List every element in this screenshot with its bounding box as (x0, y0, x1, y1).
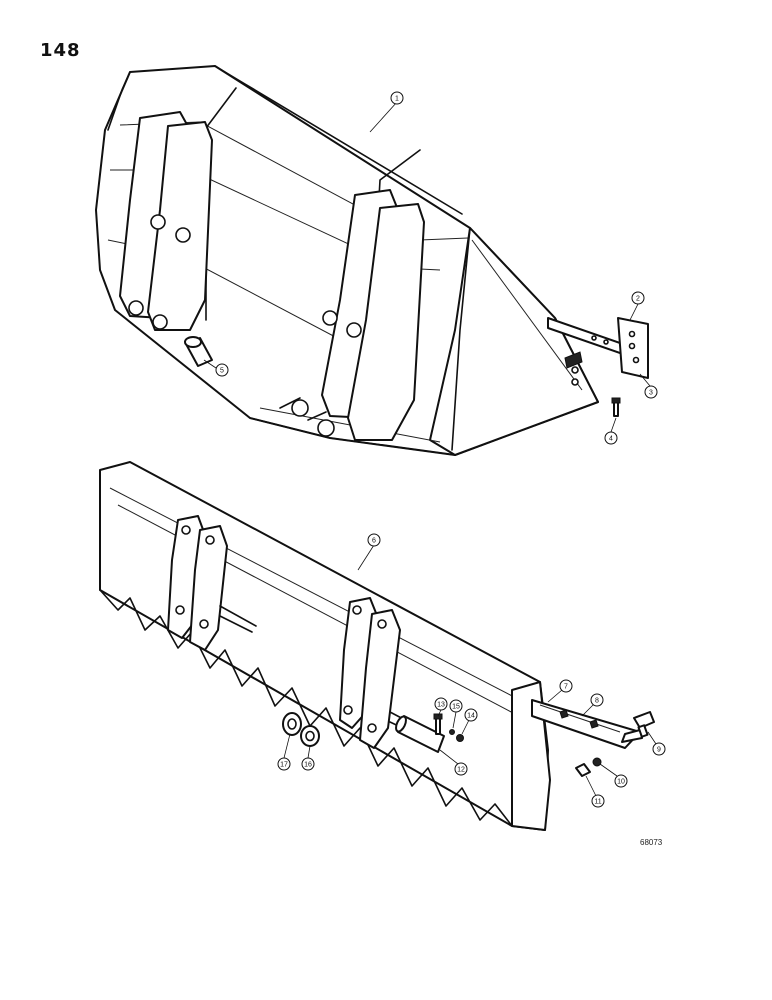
svg-text:12: 12 (457, 767, 465, 774)
bushing-17 (282, 712, 302, 736)
nut-11 (575, 763, 591, 777)
loader-bucket (95, 65, 599, 456)
callout-16: 16 (301, 757, 315, 771)
plow-bolt-9 (633, 711, 655, 738)
svg-text:11: 11 (594, 799, 601, 806)
svg-text:1: 1 (395, 96, 399, 103)
leader-lines (203, 101, 657, 797)
svg-text:17: 17 (280, 762, 288, 769)
bucket-side-bracket (547, 317, 649, 379)
drawing-code: 68073 (640, 838, 663, 847)
callout-1: 1 (390, 91, 404, 105)
callout-12: 12 (454, 762, 468, 776)
bolt-13 (433, 713, 443, 735)
svg-text:15: 15 (452, 704, 460, 711)
callout-17: 17 (277, 757, 291, 771)
callout-7: 7 (559, 679, 573, 693)
callout-2: 2 (631, 291, 645, 305)
callout-13: 13 (434, 697, 448, 711)
cutting-edge (531, 699, 643, 749)
svg-text:6: 6 (372, 538, 376, 545)
svg-text:14: 14 (467, 713, 475, 720)
callout-9: 9 (652, 742, 666, 756)
washer-15 (449, 729, 455, 735)
callout-10: 10 (614, 774, 628, 788)
bushing-5 (184, 336, 213, 367)
bolt-4 (611, 397, 621, 417)
nut-14 (456, 734, 464, 742)
callout-5: 5 (215, 363, 229, 377)
callout-14: 14 (464, 708, 478, 722)
callout-4: 4 (604, 431, 618, 445)
svg-text:8: 8 (595, 698, 599, 705)
svg-text:3: 3 (649, 390, 653, 397)
svg-text:10: 10 (617, 779, 625, 786)
page-number: 148 (40, 40, 81, 61)
callout-11: 11 (591, 794, 605, 808)
callout-6: 6 (367, 533, 381, 547)
svg-text:7: 7 (564, 684, 568, 691)
svg-text:2: 2 (636, 296, 640, 303)
washer-16 (300, 725, 320, 747)
svg-text:9: 9 (657, 747, 661, 754)
svg-text:4: 4 (609, 436, 613, 443)
pin-12 (395, 715, 445, 753)
callout-3: 3 (644, 385, 658, 399)
svg-text:16: 16 (304, 762, 312, 769)
svg-text:13: 13 (437, 702, 445, 709)
nut-10 (592, 757, 602, 767)
dozer-blade (99, 461, 551, 831)
callout-15: 15 (449, 699, 463, 713)
callout-8: 8 (590, 693, 604, 707)
svg-text:5: 5 (220, 368, 224, 375)
